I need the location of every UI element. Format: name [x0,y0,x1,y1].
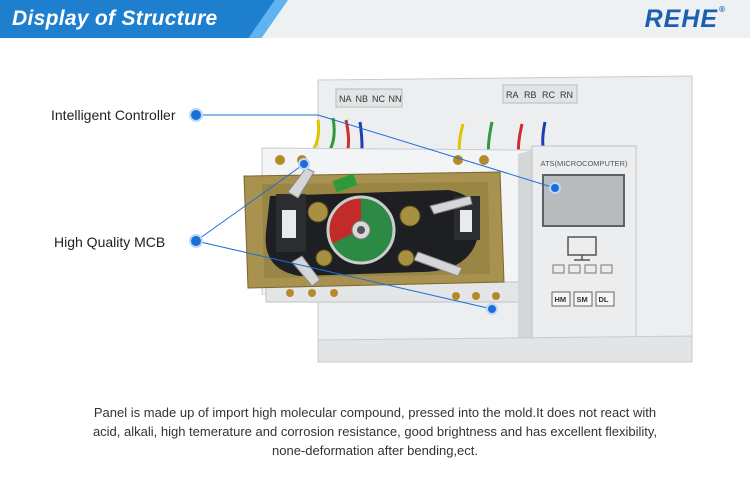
controller-button-sm[interactable] [573,291,593,307]
controller-button-label-sm: SM [577,295,588,304]
controller-button-dl[interactable] [595,291,615,307]
controller-target-dot [549,182,561,194]
terminal-label-ra: RA [506,90,519,100]
terminal-label-rb: RB [524,90,537,100]
controller-module-side [518,150,532,342]
mcb-callout-dot [189,234,203,248]
controller-button-label-hm: HM [555,295,567,304]
header-banner [0,0,282,38]
controller-lcd [542,174,625,227]
terminal-label-rn: RN [560,90,573,100]
callout-high-quality-mcb: High Quality MCB [54,234,166,250]
callout-intelligent-controller: Intelligent Controller [51,107,176,123]
terminal-label-rc: RC [542,90,555,100]
terminal-label-nb: NB [356,94,369,104]
brand-logo: REHE® [644,5,726,33]
mcb-target-dot-bottom [486,303,498,315]
terminal-strip-right [502,84,578,104]
controller-button-label-dl: DL [599,295,609,304]
header-bar: Display of Structure REHE® [0,0,750,38]
controller-label: ATS(MICROCOMPUTER) [541,159,628,168]
mcb-target-dot-top [298,158,310,170]
description-text: Panel is made up of import high molecula… [92,405,658,458]
terminal-label-na: NA [339,94,352,104]
indicator-dial [326,195,396,265]
controller-button-hm[interactable] [551,291,571,307]
terminal-label-nn: NN [389,94,402,104]
controller-callout-dot [189,108,203,122]
terminal-label-nc: NC [372,94,385,104]
terminal-strip-left [335,88,403,108]
page-title: Display of Structure [12,7,218,30]
mcb-callout-line [195,163,305,242]
